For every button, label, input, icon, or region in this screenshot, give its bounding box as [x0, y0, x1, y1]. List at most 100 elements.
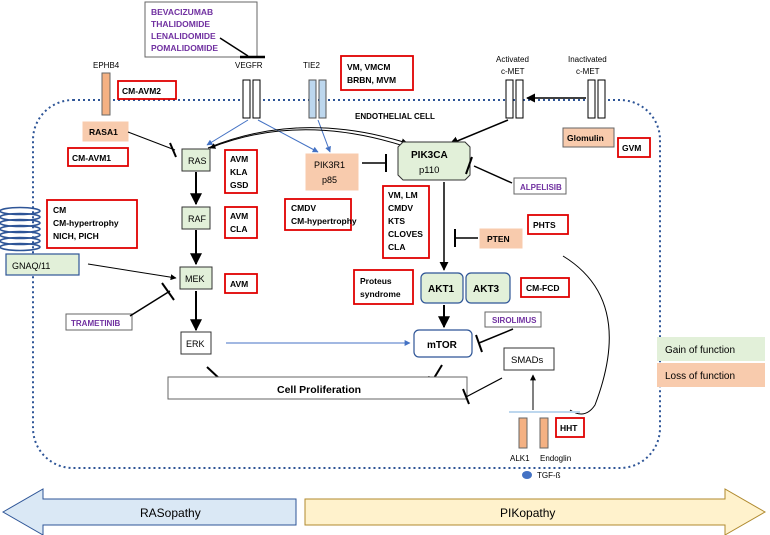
vegfr-to-ras-arrow: [206, 119, 249, 146]
drug-lenalidomide: LENALIDOMIDE: [151, 31, 216, 41]
ephb4-label: EPHB4: [93, 61, 120, 70]
ras-node: [181, 148, 211, 172]
vegfr-to-pik3r1-arrow: [257, 119, 319, 153]
drug-sirolimus: SIROLIMUS: [492, 316, 537, 325]
tie2-receptor-left: [308, 79, 317, 119]
disease-pik3r1-box: [284, 198, 352, 231]
cell-proliferation-box: [167, 376, 468, 400]
drug-trametinib: TRAMETINIB: [71, 319, 121, 328]
disease-vm-vmcm-line1: VM, VMCM: [347, 62, 390, 72]
rasa1-label: RASA1: [89, 127, 118, 137]
pikopathy-label: PIKopathy: [500, 506, 555, 520]
pik3ca-sublabel: p110: [419, 165, 439, 176]
inactivated-cmet-left: [587, 79, 596, 119]
disease-pik3r1-2: CM-hypertrophy: [291, 216, 357, 226]
disease-mek-box: [224, 273, 258, 294]
disease-gnaq-1: CM: [53, 205, 66, 215]
disease-pik3ca-2: CMDV: [388, 203, 413, 213]
rasopathy-label: RASopathy: [140, 506, 201, 520]
disease-raf-1: AVM: [230, 211, 248, 221]
tgfb-ligand-icon: [522, 471, 532, 479]
drug-pomalidomide: POMALIDOMIDE: [151, 43, 218, 53]
alk1-label: ALK1: [510, 454, 530, 463]
drug-alpelisib: ALPELISIB: [520, 183, 562, 192]
akt1-label: AKT1: [428, 284, 455, 295]
disease-pik3ca-5: CLA: [388, 242, 405, 252]
inactivated-cmet-right: [597, 79, 606, 119]
erk-node: [180, 331, 212, 355]
legend-loss-label: Loss of function: [665, 371, 735, 382]
activated-cmet-label-2: c-MET: [501, 67, 525, 76]
legend-gain-label: Gain of function: [665, 345, 735, 356]
disease-vm-vmcm-line2: BRBN, MVM: [347, 75, 396, 85]
disease-hht-box: [555, 417, 585, 438]
disease-cm-avm2: CM-AVM2: [122, 86, 161, 96]
gnaq-to-mek-arrow: [87, 263, 177, 281]
disease-pik3ca-3: KTS: [388, 216, 405, 226]
akt3-node: [465, 272, 511, 304]
vegfr-receptor-left: [242, 79, 251, 119]
pik3ca-node: [397, 141, 471, 181]
disease-akt3: CM-FCD: [526, 283, 560, 293]
vegfr-label: VEGFR: [235, 61, 263, 70]
mek-node: [179, 266, 213, 290]
ephb4-receptor: [101, 72, 111, 116]
drug-bevacizumab: BEVACIZUMAB: [151, 7, 213, 17]
pik3r1-node: [305, 153, 359, 191]
disease-akt3-box: [520, 277, 570, 298]
disease-gvm-box: [617, 137, 651, 158]
smads-inhibit-bar: [462, 388, 470, 405]
ras-label: RAS: [188, 156, 207, 166]
disease-gvm: GVM: [622, 143, 641, 153]
disease-akt1-2: syndrome: [360, 289, 401, 299]
inactivated-cmet-label-2: c-MET: [576, 67, 600, 76]
sirolimus-drug-box: [484, 311, 542, 328]
gnaq-label: GNAQ/11: [12, 261, 50, 271]
akt1-node: [420, 272, 464, 304]
rasopathy-arrow: [1, 488, 297, 535]
smads-node: [503, 347, 555, 371]
disease-cm-avm1-box: [67, 147, 129, 167]
activated-cmet-left: [505, 79, 514, 119]
disease-pik3r1-1: CMDV: [291, 203, 316, 213]
tie2-receptor-right: [318, 79, 327, 119]
activated-cmet-label-1: Activated: [496, 55, 529, 64]
disease-ras-box: [224, 149, 258, 194]
mtor-node: [413, 329, 473, 358]
cell-proliferation-label: Cell Proliferation: [277, 384, 361, 396]
legend-loss-box: [657, 363, 765, 387]
disease-ras-1: AVM: [230, 154, 248, 164]
pik3ca-label: PIK3CA: [411, 150, 448, 161]
pten-node: [479, 228, 523, 249]
akt3-label: AKT3: [473, 284, 500, 295]
disease-cm-avm1: CM-AVM1: [72, 153, 111, 163]
disease-ras-2: KLA: [230, 167, 247, 177]
cell-label: ENDOTHELIAL CELL: [355, 112, 435, 121]
endoglin-label: Endoglin: [540, 454, 571, 463]
vegfr-inhibition-line: [219, 37, 249, 57]
pik3r1-label: PIK3R1: [314, 160, 345, 170]
trametinib-drug-box: [65, 313, 133, 331]
disease-ras-3: GSD: [230, 180, 248, 190]
disease-gnaq-box: [46, 199, 138, 249]
rasa1-inhibit-line: [127, 131, 176, 151]
tie2-label: TIE2: [303, 61, 320, 70]
disease-raf-box: [224, 206, 258, 239]
gnaq-node: [5, 253, 80, 276]
sirolimus-inhibit-line: [478, 328, 514, 344]
ras-pik3ca-crosstalk-arrow: [207, 127, 408, 149]
disease-cm-avm2-box: [117, 80, 177, 100]
pik3r1-sublabel: p85: [322, 175, 337, 185]
smads-inhibit-line: [465, 377, 503, 398]
mek-label: MEK: [185, 274, 205, 284]
alpelisib-drug-box: [513, 177, 567, 195]
disease-akt1-box: [353, 269, 414, 305]
tgfb-label: TGF-ß: [537, 471, 561, 480]
alk1-receptor: [518, 417, 528, 449]
disease-pik3ca-1: VM, LM: [388, 190, 418, 200]
erk-label: ERK: [186, 339, 205, 349]
disease-pik3ca-box: [382, 185, 430, 259]
inactivated-cmet-label-1: Inactivated: [568, 55, 607, 64]
rasa1-node: [82, 121, 129, 142]
